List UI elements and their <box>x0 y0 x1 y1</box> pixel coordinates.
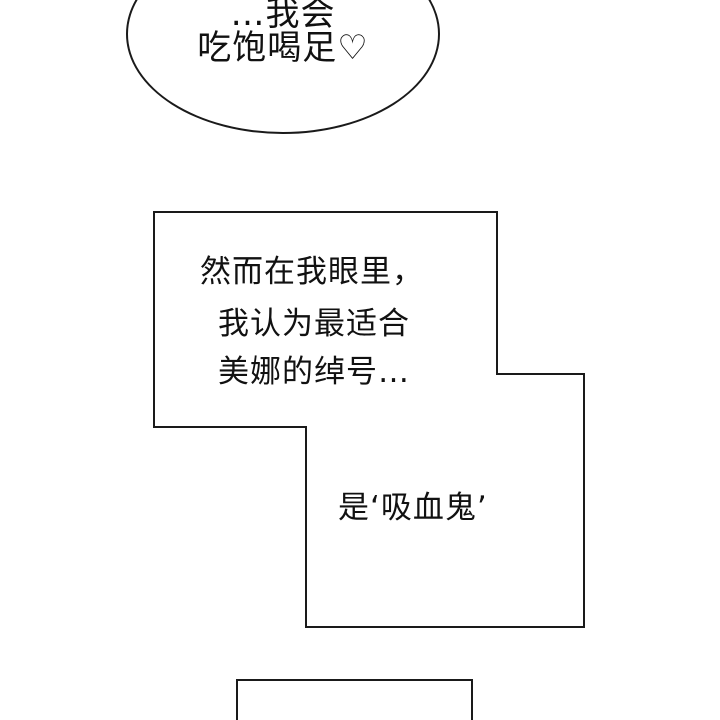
caption-box-border <box>153 211 585 628</box>
next-panel-border <box>236 679 473 720</box>
caption-line-3: 美娜的绰号… <box>218 354 410 390</box>
speech-bubble-line-2: 吃饱喝足♡ <box>197 28 369 68</box>
caption-line-2: 我认为最适合 <box>218 306 410 342</box>
speech-bubble-line-1: …我会 <box>230 0 336 34</box>
caption-line-1: 然而在我眼里， <box>200 254 424 290</box>
caption-line-4: 是‘吸血鬼’ <box>338 490 488 526</box>
